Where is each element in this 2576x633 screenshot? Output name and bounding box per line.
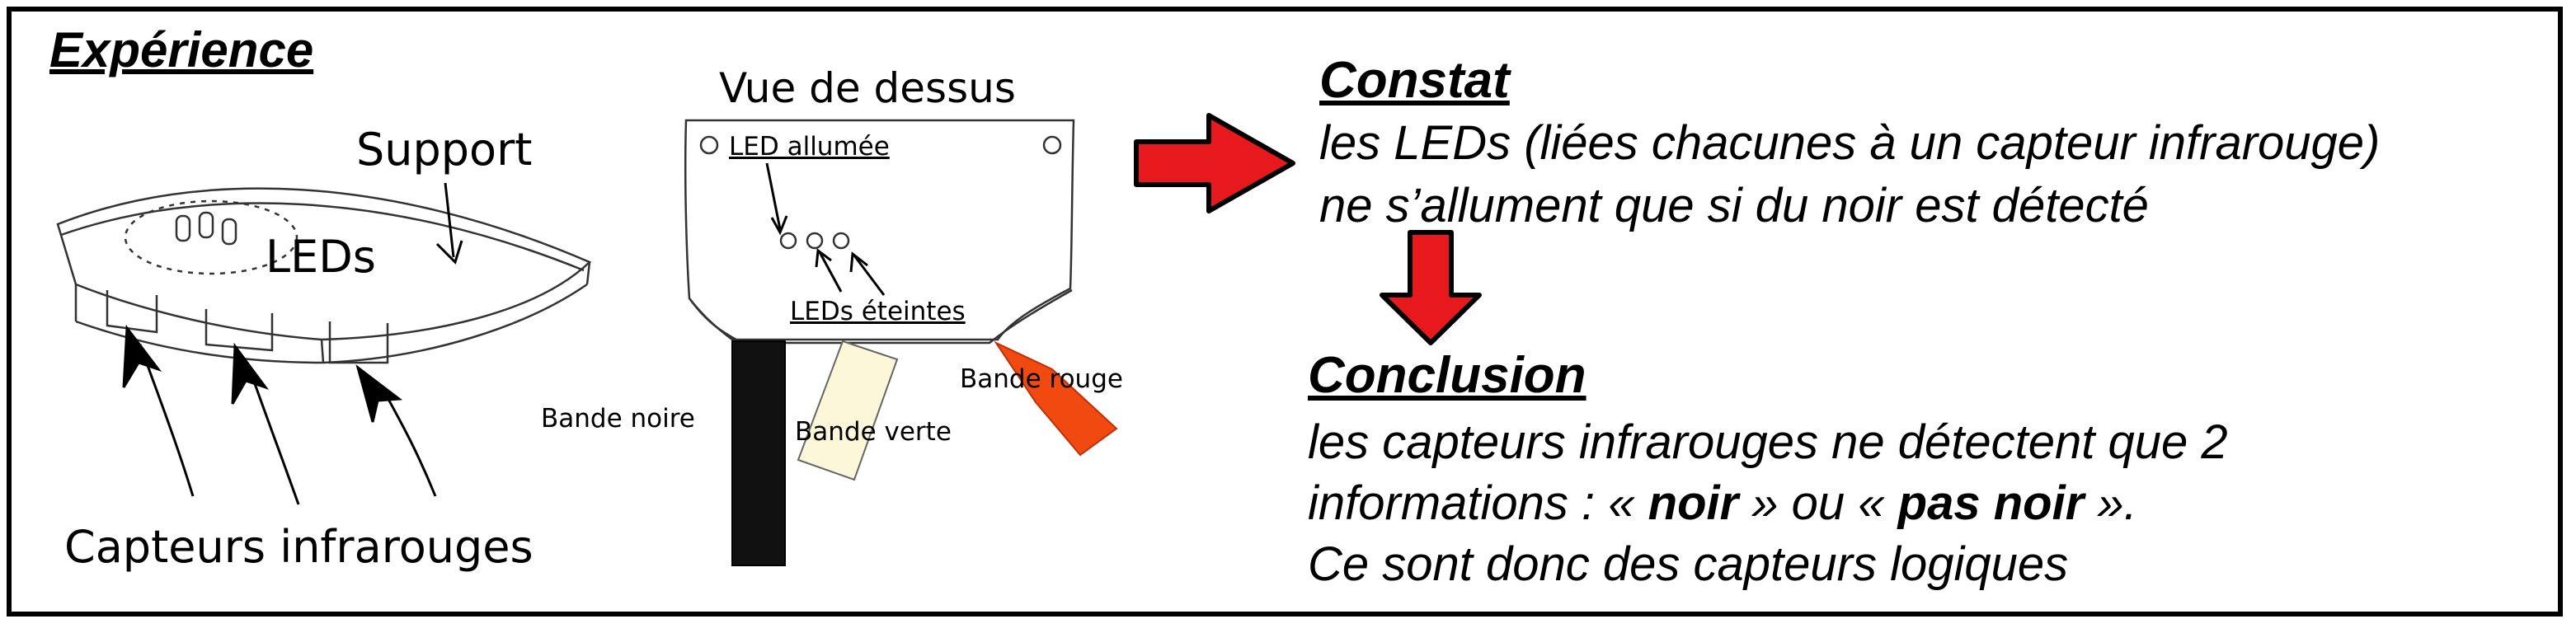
- conclusion-line-2-pre: informations : «: [1308, 476, 1648, 530]
- conclusion-line-2-mid: » ou «: [1738, 476, 1898, 530]
- support-label: Support: [356, 124, 533, 176]
- led-on-label: LED allumée: [729, 132, 890, 162]
- diagram-frame: [7, 7, 2563, 617]
- leds-label: LEDs: [266, 231, 376, 283]
- constat-line-2: ne s’allument que si du noir est détecté: [1319, 179, 2149, 232]
- sensors-label: Capteurs infrarouges: [64, 521, 534, 573]
- top-view-title: Vue de dessus: [719, 64, 1016, 112]
- pas-noir-keyword: pas noir: [1897, 476, 2085, 530]
- red-strip: [994, 340, 1118, 457]
- black-strip-label: Bande noire: [541, 404, 695, 434]
- arrow-right: [1134, 113, 1295, 213]
- conclusion-text: les capteurs infrarouges ne détectent qu…: [1308, 412, 2228, 595]
- support-sketch: [56, 187, 592, 364]
- leds-off-label: LEDs éteintes: [790, 297, 966, 326]
- constat-line-1: les LEDs (liées chacunes à un capteur in…: [1319, 116, 2381, 170]
- red-strip-label: Bande rouge: [960, 364, 1123, 394]
- constat-text: les LEDs (liées chacunes à un capteur in…: [1319, 112, 2380, 237]
- experience-title: Expérience: [49, 22, 314, 77]
- black-strip: [731, 340, 786, 566]
- conclusion-line-1: les capteurs infrarouges ne détectent qu…: [1308, 415, 2228, 469]
- conclusion-title: Conclusion: [1308, 347, 1586, 404]
- support-pointer: [435, 182, 463, 265]
- sensor-pointers: [122, 324, 437, 505]
- arrow-down: [1380, 230, 1482, 345]
- constat-title: Constat: [1319, 52, 1510, 109]
- conclusion-line-3: Ce sont donc des capteurs logiques: [1308, 537, 2069, 591]
- conclusion-line-2: informations : « noir » ou « pas noir ».: [1308, 473, 2228, 534]
- top-view-board: [684, 119, 1075, 345]
- green-strip-label: Bande verte: [795, 417, 952, 447]
- conclusion-line-2-post: ».: [2084, 476, 2137, 530]
- noir-keyword: noir: [1648, 476, 1739, 530]
- green-strip: [797, 340, 899, 481]
- top-view-pointers: [765, 162, 886, 296]
